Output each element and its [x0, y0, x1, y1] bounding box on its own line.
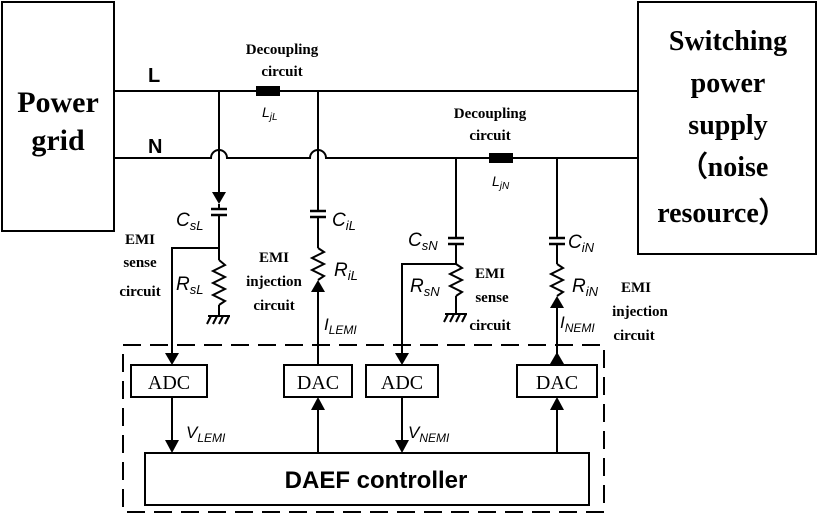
dac-l-label: DAC — [297, 372, 339, 394]
neutral-line-wire — [114, 149, 638, 159]
switching-supply-line5: resource） — [657, 196, 787, 229]
sense-n-line2: sense — [475, 290, 509, 306]
l-injection-branch — [309, 91, 327, 370]
dac-n-block: DAC — [516, 364, 598, 398]
dac-n-label: DAC — [536, 372, 578, 394]
sense-n-line1: EMI — [475, 266, 505, 282]
power-grid-label-line2: grid — [31, 124, 85, 157]
switching-supply-line4: （noise — [680, 150, 769, 183]
c-in-label: CiN — [568, 232, 595, 255]
adc-l-block: ADC — [130, 364, 208, 398]
c-sl-label: CsL — [176, 210, 203, 233]
line-l-label: L — [148, 65, 160, 87]
switching-supply-line1: Switching — [669, 26, 787, 57]
v-nemi-label: VNEMI — [408, 423, 450, 445]
inject-n-line1: EMI — [621, 280, 651, 296]
r-sl-label: RsL — [176, 274, 203, 297]
inject-l-line2: injection — [246, 274, 302, 290]
inject-n-line2: injection — [612, 304, 668, 320]
line-n-label: N — [148, 136, 162, 158]
daef-controller-label: DAEF controller — [285, 467, 468, 494]
switching-power-supply-block — [637, 1, 817, 255]
c-sn-label: CsN — [408, 230, 438, 253]
arrow-into-dac-n — [550, 397, 564, 410]
decoupling-l-label-line1: Decoupling — [246, 42, 319, 58]
i-nemi-label: INEMI — [560, 313, 595, 335]
daef-controller-block: DAEF controller — [144, 452, 590, 506]
r-sn-label: RsN — [410, 276, 440, 299]
switching-supply-line3: supply — [688, 110, 767, 141]
inductor-ljl — [256, 86, 280, 96]
v-lemi-label: VLEMI — [186, 423, 226, 445]
sense-l-line1: EMI — [125, 232, 155, 248]
arrow-out-dac-n — [550, 352, 564, 364]
adc-n-label: ADC — [381, 372, 423, 394]
inject-n-line3: circuit — [613, 328, 654, 344]
sense-l-line3: circuit — [119, 284, 160, 300]
r-il-label: RiL — [334, 260, 358, 283]
r-in-label: RiN — [572, 276, 599, 299]
power-grid-block — [1, 1, 115, 232]
inject-l-line3: circuit — [253, 298, 294, 314]
switching-supply-line2: power — [691, 68, 766, 99]
inductor-ljn — [489, 153, 513, 163]
n-sense-branch — [401, 158, 467, 354]
sense-n-line3: circuit — [469, 318, 510, 334]
dac-l-block: DAC — [283, 364, 353, 398]
inject-l-line1: EMI — [259, 250, 289, 266]
adc-n-block: ADC — [365, 364, 439, 398]
arrow-into-adc-n — [395, 353, 409, 365]
decoupling-l-label-line2: circuit — [261, 64, 302, 80]
arrow-into-adc-l — [165, 353, 179, 365]
arrow-v-lemi — [165, 440, 179, 453]
inductor-ljn-label: LjN — [492, 173, 510, 192]
c-il-label: CiL — [332, 210, 356, 233]
power-grid-label-line1: Power — [17, 86, 99, 119]
inductor-ljl-label: LjL — [262, 104, 278, 123]
i-lemi-label: ILEMI — [324, 315, 357, 337]
n-injection-branch — [548, 158, 566, 368]
decoupling-n-label-line2: circuit — [469, 128, 510, 144]
l-sense-branch — [171, 91, 230, 354]
arrow-v-nemi — [395, 440, 409, 453]
decoupling-n-label-line1: Decoupling — [454, 106, 527, 122]
arrow-into-dac-l — [311, 397, 325, 410]
adc-l-label: ADC — [148, 372, 190, 394]
sense-l-line2: sense — [123, 255, 157, 271]
